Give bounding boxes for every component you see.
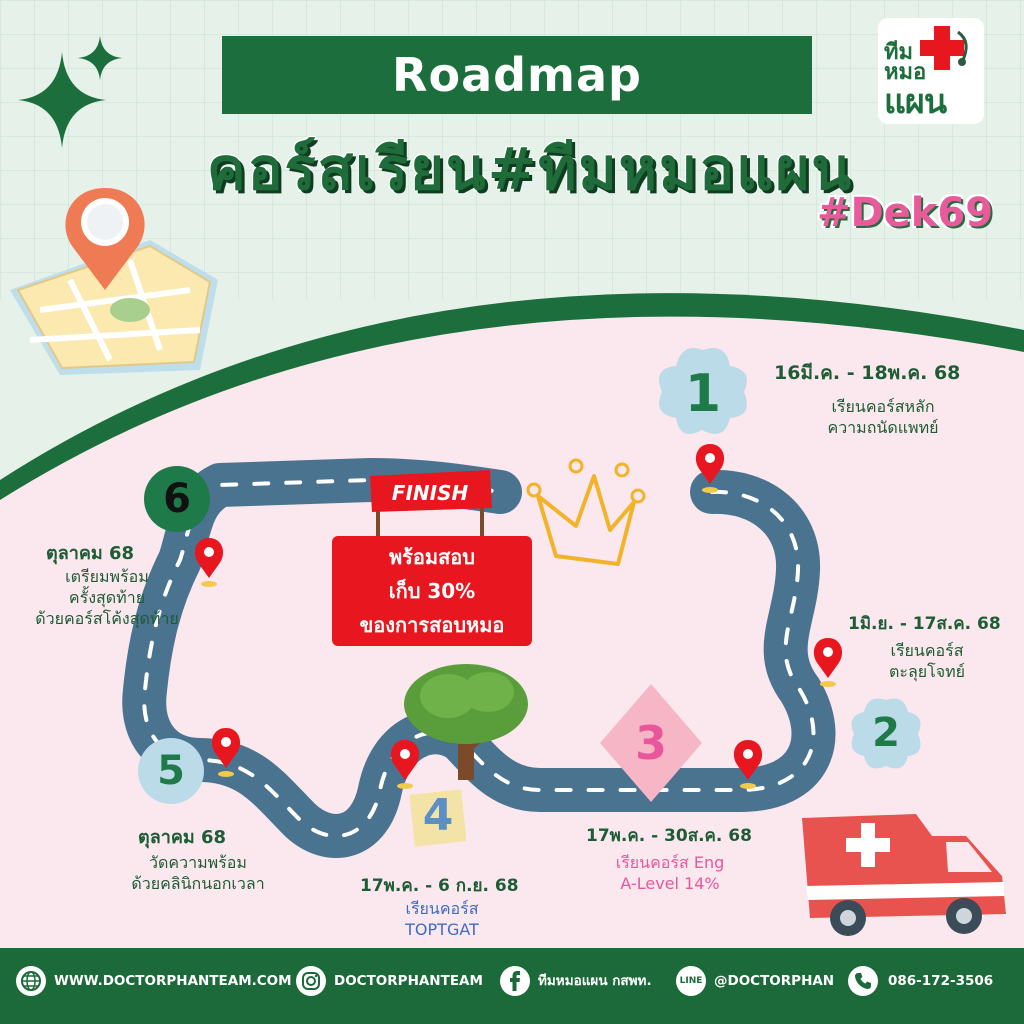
facebook-icon	[500, 966, 530, 996]
milestone-5-desc-line: วัดความพร้อม	[149, 853, 247, 872]
finish-line: ของการสอบหมอ	[359, 613, 505, 637]
page-title: Roadmap	[392, 48, 642, 102]
finish-line: พร้อมสอบ	[388, 545, 476, 569]
line-icon: LINE	[676, 966, 706, 996]
page-subtitle: คอร์สเรียน#ทีมหมอแผน	[206, 135, 854, 203]
milestone-5-number: 5	[157, 748, 185, 794]
milestone-4-number: 4	[422, 790, 454, 841]
milestone-6-number: 6	[163, 476, 191, 522]
milestone-3-desc-line: เรียนคอร์ส Eng	[615, 853, 725, 872]
cross-logo-icon	[920, 26, 968, 70]
finish-box	[332, 536, 532, 646]
milestone-5-desc: วัดความพร้อม ด้วยคลินิกนอกเวลา	[100, 852, 296, 894]
logo	[878, 18, 984, 124]
milestone-1-number: 1	[684, 364, 722, 424]
milestone-6-desc-line: เตรียมพร้อม	[65, 567, 149, 586]
road-path	[122, 444, 843, 858]
milestone-6-desc-line: ครั้งสุดท้าย	[68, 588, 146, 607]
milestone-4-title: 17พ.ค. - 6 ก.ย. 68	[360, 876, 519, 896]
milestone-5-desc-line: ด้วยคลินิกนอกเวลา	[131, 874, 265, 893]
footer-website-link[interactable]: WWW.DOCTORPHANTEAM.COM	[54, 973, 292, 989]
milestone-3-desc: เรียนคอร์ส Eng A-Level 14%	[580, 852, 760, 894]
milestone-6-title: ตุลาคม 68	[46, 543, 135, 564]
milestone-1-title: 16มี.ค. - 18พ.ค. 68	[774, 362, 961, 384]
milestone-1-desc-line: เรียนคอร์สหลัก	[831, 397, 935, 416]
milestone-3-badge	[600, 684, 702, 802]
milestone-4-desc: เรียนคอร์ส TOPTGAT	[352, 898, 532, 940]
milestone-1-badge	[659, 348, 747, 434]
milestone-4-badge	[410, 789, 466, 847]
milestone-6-desc: เตรียมพร้อม ครั้งสุดท้าย ด้วยคอร์สโค้งสุ…	[14, 566, 200, 629]
finish-line: เก็บ 30%	[388, 579, 476, 603]
tree-icon	[404, 664, 528, 780]
milestone-2-number: 2	[872, 710, 900, 756]
hashtag: #Dek69	[816, 190, 994, 236]
logo-text-1: ทีม	[884, 40, 914, 65]
footer-instagram-link[interactable]: DOCTORPHANTEAM	[334, 973, 483, 989]
footer-facebook-link[interactable]: ทีมหมอแผน กสพท.	[538, 973, 652, 989]
logo-text-3: แผน	[884, 82, 947, 122]
milestone-2-title: 1มิ.ย. - 17ส.ค. 68	[848, 614, 1001, 634]
milestone-5-badge	[138, 738, 204, 804]
instagram-icon	[296, 966, 326, 996]
finish-flag-banner	[370, 470, 492, 546]
milestone-2-desc-line: เรียนคอร์ส	[890, 641, 964, 660]
milestone-5-title: ตุลาคม 68	[138, 827, 227, 848]
milestone-2-desc-line: ตะลุยโจทย์	[888, 662, 966, 681]
footer-phone-link[interactable]: 086-172-3506	[888, 973, 994, 989]
finish-text: พร้อมสอบ เก็บ 30% ของการสอบหมอ	[332, 540, 532, 642]
milestone-2-badge	[851, 698, 921, 769]
sparkle-icon	[18, 36, 122, 148]
milestone-1-desc-line: ความถนัดแพทย์	[827, 418, 939, 437]
milestone-3-number: 3	[634, 716, 667, 770]
logo-text-2: หมอ	[884, 60, 927, 85]
footer-line-link[interactable]: @DOCTORPHAN	[714, 973, 835, 989]
milestone-2-desc: เรียนคอร์ส ตะลุยโจทย์	[852, 640, 1002, 682]
phone-icon	[848, 966, 878, 996]
milestone-6-badge	[144, 466, 210, 532]
milestone-4-desc-line: เรียนคอร์ส	[405, 899, 479, 918]
milestone-6-desc-line: ด้วยคอร์สโค้งสุดท้าย	[35, 609, 179, 628]
globe-icon	[16, 966, 46, 996]
milestone-4-desc-line: TOPTGAT	[405, 920, 479, 939]
ambulance-icon	[802, 814, 1006, 936]
title-banner	[222, 36, 812, 114]
finish-flag-text: FINISH	[391, 481, 469, 505]
crown-icon	[526, 458, 646, 566]
milestone-1-desc: เรียนคอร์สหลัก ความถนัดแพทย์	[770, 396, 996, 438]
milestone-3-title: 17พ.ค. - 30ส.ค. 68	[586, 826, 752, 846]
map-pin-icon	[10, 188, 218, 375]
milestone-3-desc-line: A-Level 14%	[620, 874, 720, 893]
